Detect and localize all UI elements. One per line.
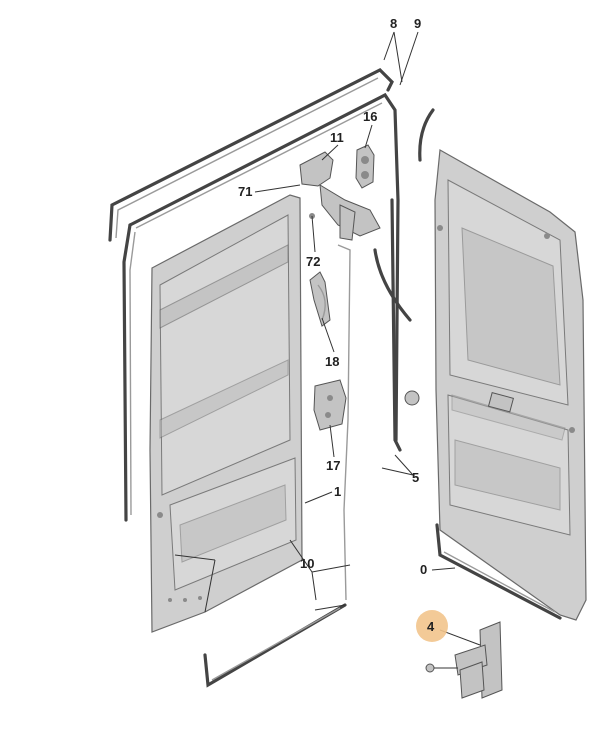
callout-18: 18 (325, 354, 339, 369)
lock-mechanism (313, 379, 347, 431)
bump-stop (355, 144, 375, 189)
upper-frame-seal (108, 68, 400, 442)
rear-door-panel (404, 149, 587, 621)
callout-11: 11 (330, 130, 344, 145)
callout-72: 72 (306, 254, 320, 269)
cable-72 (337, 244, 351, 601)
callout-labels: 8 9 16 11 71 72 18 17 1 5 10 0 4 (238, 16, 435, 634)
callout-5: 5 (412, 470, 419, 485)
callout-71: 71 (238, 184, 252, 199)
upper-guide-hinge (299, 151, 381, 241)
callout-4: 4 (427, 619, 435, 634)
callout-17: 17 (326, 458, 340, 473)
rear-vertical-seal (390, 198, 402, 452)
highlight-bubble (416, 610, 448, 642)
callout-10: 10 (300, 556, 314, 571)
handle-bracket (309, 271, 331, 327)
callout-16: 16 (363, 109, 377, 124)
callout-0: 0 (420, 562, 427, 577)
callout-1: 1 (334, 484, 341, 499)
rear-lower-seal (435, 523, 562, 620)
side-door-panel (149, 194, 303, 633)
callout-8: 8 (390, 16, 397, 31)
check-strap-curve (373, 108, 435, 322)
hinge-bracket (425, 621, 503, 699)
callout-9: 9 (414, 16, 421, 31)
lower-sill-seal (203, 603, 347, 688)
left-door-seal (122, 223, 136, 522)
leader-lines (254, 31, 481, 646)
